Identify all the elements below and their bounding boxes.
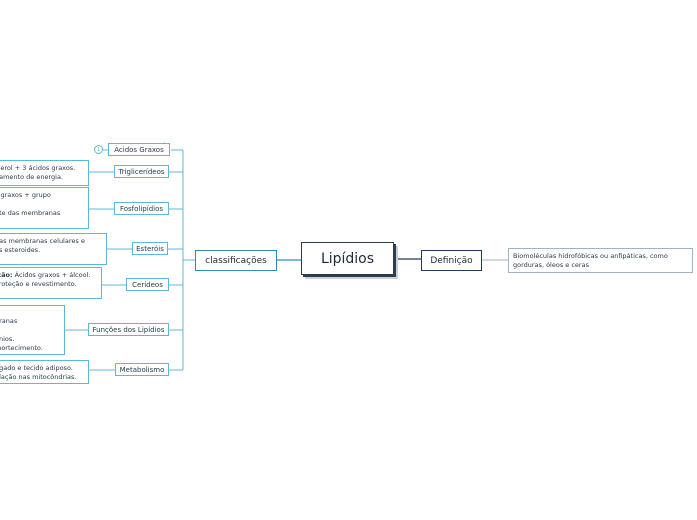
leaf-fosfolipidios[interactable]: s graxos + grupo nte das membranas [0,187,89,229]
subtopic-funcoes-dos-lipidios[interactable]: Funções dos Lipídios [88,323,169,336]
leaf-rest: Ácidos graxos + álcool. [12,271,91,279]
leaf-line: idação nas mitocôndrias. [0,373,77,381]
subtopic-fosfolipidios[interactable]: Fosfolipídios [114,202,169,215]
branch-definicao[interactable]: Definição [421,250,482,271]
leaf-line: s graxos + grupo [0,191,51,199]
leaf-bold-prefix: ição: [0,271,13,279]
leaf-line: nte das membranas [0,209,61,217]
collapse-count-badge[interactable]: 1 [94,145,103,154]
leaf-line: os esteroides. [0,246,41,254]
leaf-line: fígado e tecido adiposo. [0,364,73,372]
leaf-funcoes[interactable]: branas ônios. mortecimento. [0,305,65,355]
branch-classificacoes[interactable]: classificações [195,250,277,271]
leaf-cerideos[interactable]: ição: Ácidos graxos + álcool. Proteção e… [0,267,102,299]
leaf-line: das membranas celulares e [0,237,85,245]
leaf-line [0,200,84,209]
central-topic[interactable]: Lipídios [301,242,394,275]
leaf-line: ição: Ácidos graxos + álcool. [0,271,97,280]
leaf-line: branas [0,317,18,325]
definition-line-2: gorduras, óleos e ceras [513,261,589,269]
definition-note[interactable]: Biomoléculas hidrofóbicas ou anfipáticas… [508,248,693,273]
subtopic-cerideos[interactable]: Cerídeos [126,278,169,291]
leaf-triglicerideos[interactable]: icerol + 3 ácidos graxos. namento de ene… [0,160,89,186]
leaf-line [0,326,60,335]
subtopic-metabolismo[interactable]: Metabolismo [115,363,169,376]
leaf-line: ônios. [0,335,15,343]
leaf-metabolismo[interactable]: fígado e tecido adiposo. idação nas mito… [0,360,89,384]
subtopic-acidos-graxos[interactable]: Ácidos Graxos [108,143,170,156]
connector-subtopics [182,150,195,370]
leaf-line: icerol + 3 ácidos graxos. [0,164,76,172]
subtopic-triglicerideos[interactable]: Triglicerídeos [114,165,169,178]
definition-line-1: Biomoléculas hidrofóbicas ou anfipáticas… [513,252,668,260]
leaf-line: Proteção e revestimento. [0,280,77,288]
subtopic-esterois[interactable]: Esteróis [132,242,168,255]
leaf-line: mortecimento. [0,344,43,352]
leaf-line: namento de energia. [0,173,63,181]
leaf-esterois[interactable]: das membranas celulares e os esteroides. [0,233,107,265]
